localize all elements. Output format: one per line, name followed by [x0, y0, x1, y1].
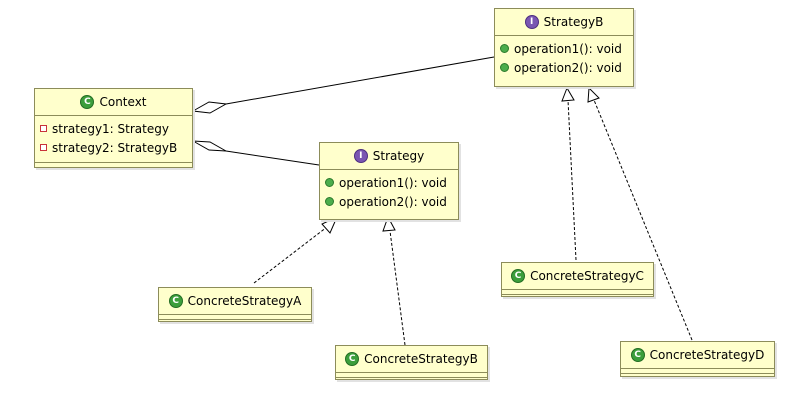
attribute-label: strategy1: Strategy: [52, 121, 169, 136]
strategy-method-1: operation1(): void: [320, 173, 458, 192]
attribute-label: strategy2: StrategyB: [52, 140, 178, 155]
concrete-strategy-a-name: ConcreteStrategyA: [187, 294, 302, 308]
method-label: operation1(): void: [514, 41, 622, 56]
concrete-strategy-b-header: C ConcreteStrategyB: [336, 346, 487, 372]
realization-arrow-d: [587, 86, 600, 103]
aggregation-diamond-bottom: [192, 140, 227, 152]
method-label: operation2(): void: [514, 60, 622, 75]
strategyb-method-2: operation2(): void: [495, 58, 633, 77]
realization-arrow-a: [321, 215, 338, 234]
realization-a-strategy: [253, 226, 328, 284]
concrete-strategy-b-box[interactable]: C ConcreteStrategyB: [335, 345, 488, 380]
context-class-box[interactable]: C Context strategy1: Strategy strategy2:…: [34, 88, 193, 168]
concrete-strategy-c-box[interactable]: C ConcreteStrategyC: [501, 262, 654, 297]
concrete-strategy-c-name: ConcreteStrategyC: [530, 269, 644, 283]
concrete-strategy-b-name: ConcreteStrategyB: [364, 352, 478, 366]
realization-d-strategyb: [593, 99, 693, 341]
concrete-strategy-c-header: C ConcreteStrategyC: [502, 263, 653, 289]
class-icon: C: [80, 95, 95, 109]
interface-icon: I: [353, 149, 368, 163]
aggregation-diamond-top: [191, 101, 228, 114]
strategyb-header: I StrategyB: [495, 9, 633, 35]
interface-icon: I: [524, 15, 539, 29]
method-label: operation2(): void: [339, 194, 447, 209]
class-icon: C: [345, 352, 360, 366]
strategyb-method-1: operation1(): void: [495, 39, 633, 58]
strategy-method-2: operation2(): void: [320, 192, 458, 211]
context-header: C Context: [35, 89, 192, 115]
aggregation-context-strategyb: [225, 56, 495, 105]
concrete-strategy-a-box[interactable]: C ConcreteStrategyA: [158, 287, 312, 322]
concrete-strategy-a-header: C ConcreteStrategyA: [159, 288, 311, 314]
class-icon: C: [511, 269, 526, 283]
private-field-icon: [40, 125, 47, 132]
strategyb-interface-box[interactable]: I StrategyB operation1(): void operation…: [494, 8, 634, 87]
public-method-icon: [325, 197, 334, 206]
strategy-name: Strategy: [372, 149, 425, 163]
realization-arrow-b: [382, 215, 396, 232]
context-attribute-1: strategy1: Strategy: [35, 119, 192, 138]
public-method-icon: [500, 44, 509, 53]
strategy-interface-box[interactable]: I Strategy operation1(): void operation2…: [319, 142, 459, 220]
strategy-header: I Strategy: [320, 143, 458, 169]
concrete-strategy-d-box[interactable]: C ConcreteStrategyD: [620, 341, 775, 377]
class-icon: C: [630, 348, 645, 362]
context-attribute-2: strategy2: StrategyB: [35, 138, 192, 157]
realization-c-strategyb: [567, 99, 577, 261]
realization-arrow-c: [561, 86, 575, 102]
realization-b-strategy: [389, 230, 406, 346]
public-method-icon: [500, 63, 509, 72]
strategyb-name: StrategyB: [543, 15, 604, 29]
public-method-icon: [325, 178, 334, 187]
private-field-icon: [40, 144, 47, 151]
concrete-strategy-d-header: C ConcreteStrategyD: [621, 342, 774, 368]
class-icon: C: [168, 294, 183, 308]
method-label: operation1(): void: [339, 175, 447, 190]
aggregation-context-strategy: [225, 150, 320, 166]
concrete-strategy-d-name: ConcreteStrategyD: [649, 348, 765, 362]
context-name: Context: [99, 95, 147, 109]
